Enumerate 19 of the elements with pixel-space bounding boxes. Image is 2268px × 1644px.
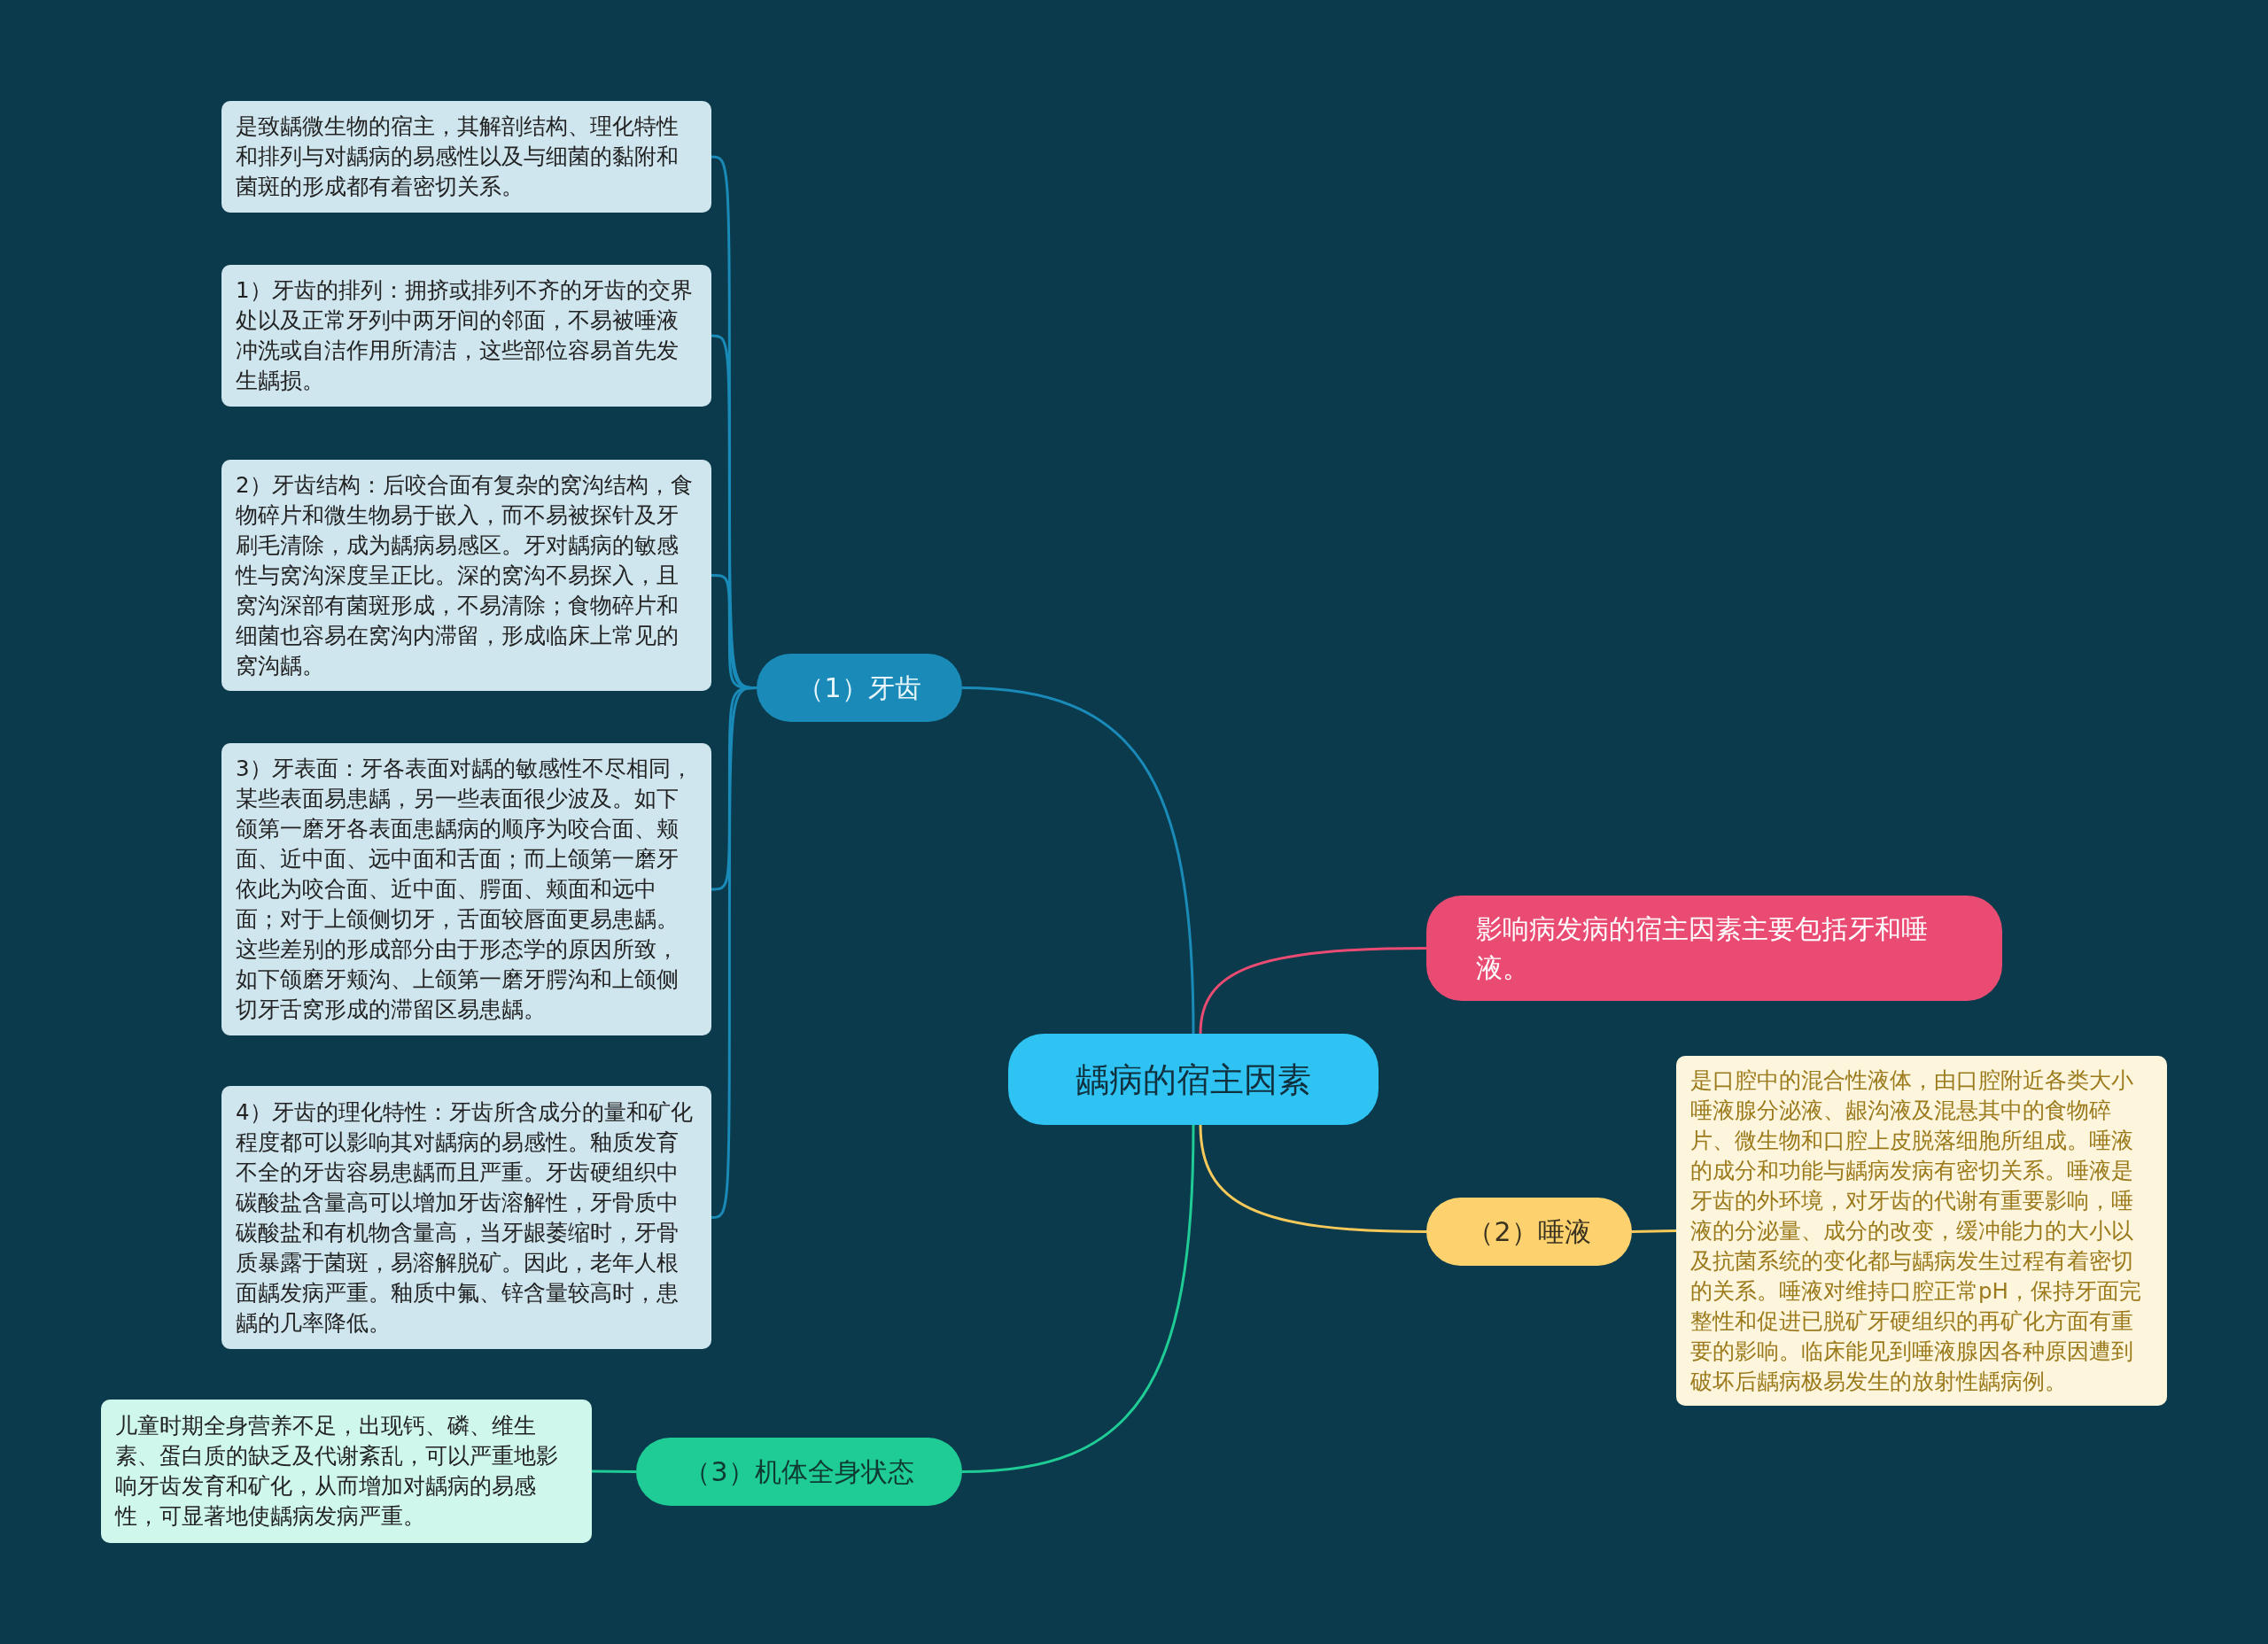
- connector: [711, 686, 757, 1219]
- branch-topic: （3）机体全身状态: [636, 1438, 962, 1506]
- note-box: 是致龋微生物的宿主，其解剖结构、理化特性和排列与对龋病的易感性以及与细菌的黏附和菌斑的形成都有着密切关系。: [221, 101, 711, 213]
- connector: [961, 1124, 1195, 1473]
- note-box: 3）牙表面：牙各表面对龋的敏感性不尽相同，某些表面易患龋，另一些表面很少波及。如下颌第一磨牙各表面患龋病的顺序为咬合面、颊面、近中面、远中面和舌面；而上颌第一磨牙依此为咬合面、近中面、腭面、颊面和远中面；对于上颌侧切牙，舌面较唇面更易患龋。这些差别的形成部分由于形态学的原因所致，如下颌磨牙颊沟、上颌第一磨牙腭沟和上颌侧切牙舌窝形成的滞留区易患龋。: [221, 743, 711, 1035]
- note-box: 1）牙齿的排列：拥挤或排列不齐的牙齿的交界处以及正常牙列中两牙间的邻面，不易被唾液冲洗或自洁作用所清洁，这些部位容易首先发生龋损。: [221, 265, 711, 407]
- connector: [1631, 1229, 1677, 1233]
- connector: [592, 1470, 636, 1473]
- note-box: 儿童时期全身营养不足，出现钙、磷、维生素、蛋白质的缺乏及代谢紊乱，可以严重地影响牙齿发育和矿化，从而增加对龋病的易感性，可显著地使龋病发病严重。: [101, 1400, 592, 1543]
- branch-topic: （1）牙齿: [757, 654, 962, 722]
- branch-topic: （2）唾液: [1426, 1198, 1632, 1266]
- connector: [961, 686, 1195, 1035]
- branch-topic: 影响病发病的宿主因素主要包括牙和唾液。: [1426, 896, 2002, 1001]
- note-box: 4）牙齿的理化特性：牙齿所含成分的量和矿化程度都可以影响其对龋病的易感性。釉质发育不全的牙齿容易患龋而且严重。牙齿硬组织中碳酸盐含量高可以增加牙齿溶解性，牙骨质中碳酸盐和有机物含量高，当牙龈萎缩时，牙骨质暴露于菌斑，易溶解脱矿。因此，老年人根面龋发病严重。釉质中氟、锌含量较高时，患龋的几率降低。: [221, 1086, 711, 1349]
- central-topic: 龋病的宿主因素: [1008, 1034, 1379, 1125]
- connector: [1199, 947, 1426, 1035]
- note-box: 是口腔中的混合性液体，由口腔附近各类大小唾液腺分泌液、龈沟液及混悬其中的食物碎片、微生物和口腔上皮脱落细胞所组成。唾液的成分和功能与龋病发病有密切关系。唾液是牙齿的外环境，对牙齿的代谢有重要影响，唾液的分泌量、成分的改变，缓冲能力的大小以及抗菌系统的变化都与龋病发生过程有着密切的关系。唾液对维持口腔正常pH，保持牙面完整性和促进已脱矿牙硬组织的再矿化方面有重要的影响。临床能见到唾液腺因各种原因遭到破坏后龋病极易发生的放射性龋病例。: [1676, 1056, 2167, 1406]
- note-box: 2）牙齿结构：后咬合面有复杂的窝沟结构，食物碎片和微生物易于嵌入，而不易被探针及牙刷毛清除，成为龋病易感区。牙对龋病的敏感性与窝沟深度呈正比。深的窝沟不易探入，且窝沟深部有菌斑形成，不易清除；食物碎片和细菌也容易在窝沟内滞留，形成临床上常见的窝沟龋。: [221, 460, 711, 691]
- connector: [1199, 1124, 1427, 1233]
